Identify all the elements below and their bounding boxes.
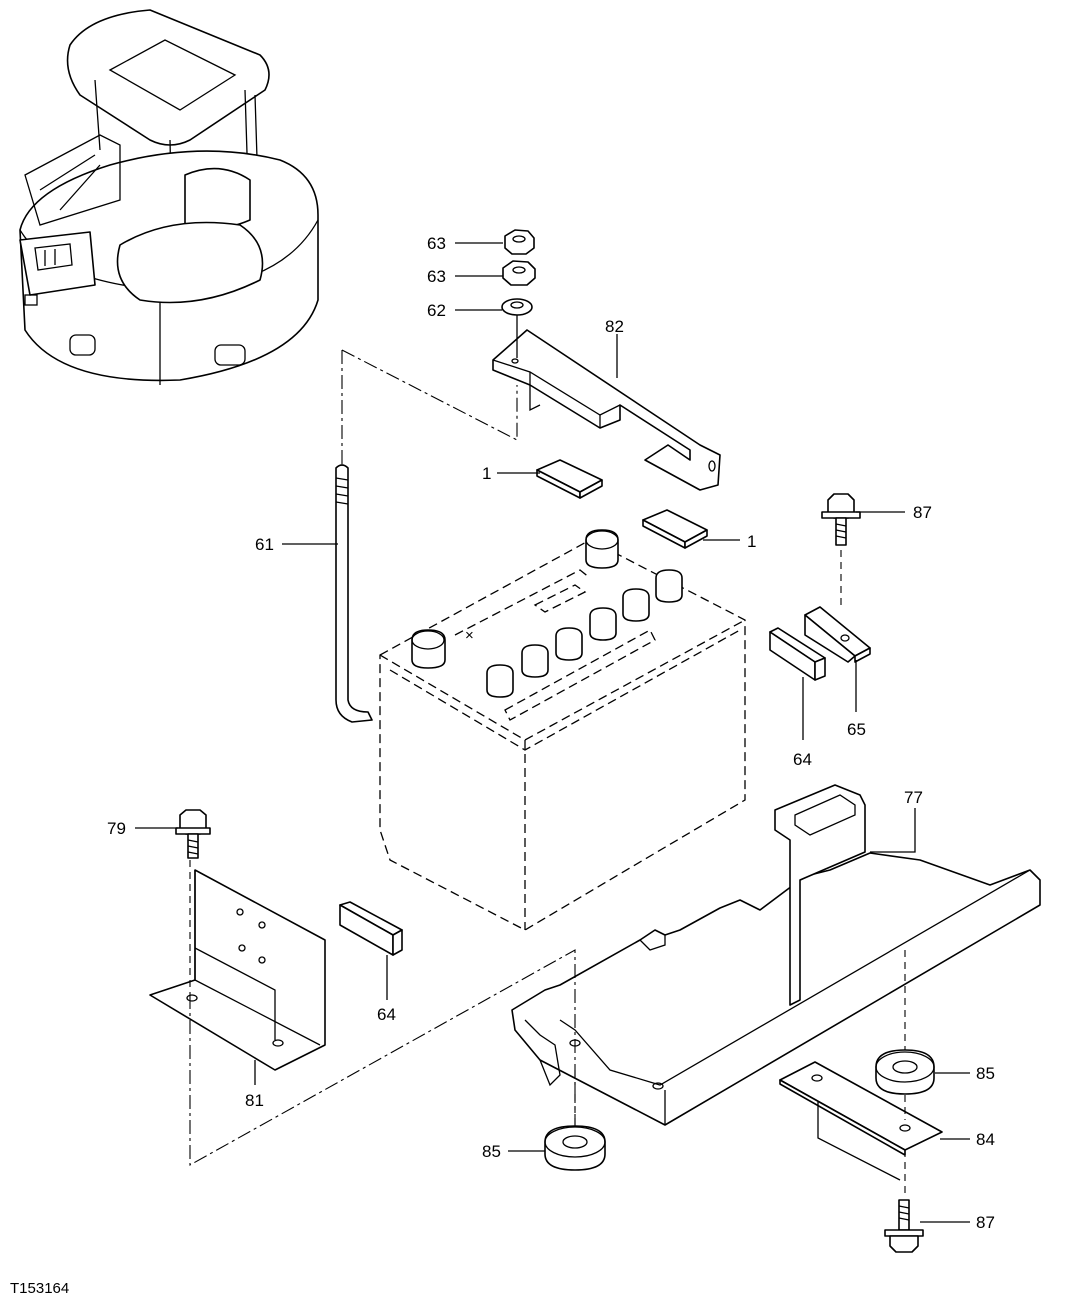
plate-84 <box>779 1061 943 1181</box>
battery-tray-77 <box>511 784 1041 1126</box>
nut-63-top <box>504 229 535 255</box>
washer-85-right <box>875 1049 935 1095</box>
bolt-79 <box>175 809 211 859</box>
callout-85-right: 85 <box>976 1064 995 1083</box>
nut-63-bottom <box>502 260 536 286</box>
battery-outline: × <box>379 529 746 931</box>
machine-overview-illustration <box>19 9 319 385</box>
bolt-87-lower <box>884 1199 924 1253</box>
callout-61: 61 <box>255 535 274 554</box>
rod-61 <box>335 464 373 723</box>
bolt-87-upper <box>821 493 861 546</box>
pad-64-left <box>339 901 403 956</box>
callout-1-lower: 1 <box>747 532 756 551</box>
callout-87-lower: 87 <box>976 1213 995 1232</box>
callout-64-right: 64 <box>793 750 812 769</box>
callout-63-top: 63 <box>427 234 446 253</box>
callout-82: 82 <box>605 317 624 336</box>
washer-62 <box>501 298 533 316</box>
assembly-center-lines <box>189 349 906 1198</box>
bracket-65 <box>804 606 871 663</box>
hold-down-bracket-82 <box>492 315 721 491</box>
callout-63-bottom: 63 <box>427 267 446 286</box>
callout-85-left: 85 <box>482 1142 501 1161</box>
figure-id: T153164 <box>10 1280 69 1297</box>
callout-1-upper: 1 <box>482 464 491 483</box>
pad-1-lower <box>642 509 708 549</box>
callout-77: 77 <box>904 788 923 807</box>
callout-84: 84 <box>976 1130 995 1149</box>
pad-64-right <box>769 627 826 681</box>
callout-79: 79 <box>107 819 126 838</box>
callout-81: 81 <box>245 1091 264 1110</box>
callout-64-left: 64 <box>377 1005 396 1024</box>
callout-65: 65 <box>847 720 866 739</box>
washer-85-left <box>544 1125 606 1171</box>
callout-87-upper: 87 <box>913 503 932 522</box>
bracket-81 <box>149 869 326 1071</box>
svg-text:×: × <box>465 627 474 644</box>
callout-62: 62 <box>427 301 446 320</box>
pad-1-upper <box>536 459 603 499</box>
callout-leaders <box>135 242 970 1223</box>
battery-terminal-caps <box>411 529 683 698</box>
